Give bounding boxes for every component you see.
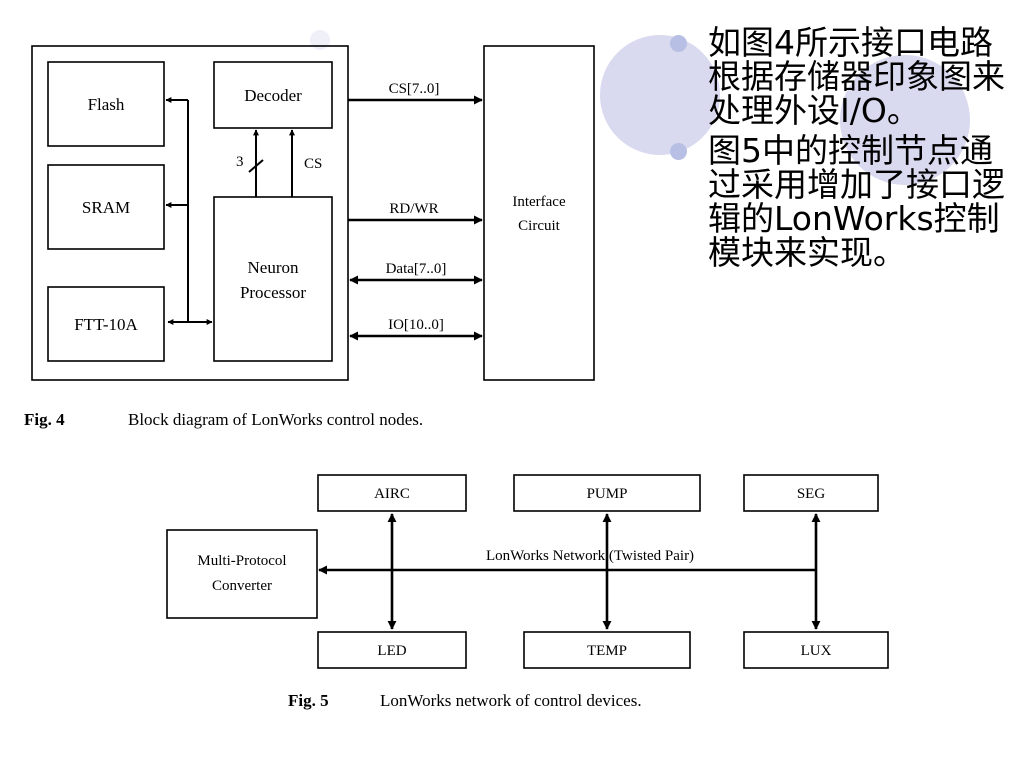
cs-bus-label: CS[7..0]	[389, 81, 440, 97]
ftt10a-block	[47, 286, 165, 362]
processor-label: Processor	[240, 283, 306, 302]
flash-label: Flash	[88, 95, 125, 114]
ftt10a-label: FTT-10A	[74, 315, 138, 334]
multi-protocol-converter	[166, 529, 318, 619]
rdwr-label: RD/WR	[389, 201, 438, 217]
decoder-block	[213, 61, 333, 129]
circuit-label: Circuit	[518, 218, 560, 234]
airc-label: AIRC	[374, 486, 410, 502]
interface-label: Interface	[512, 194, 566, 210]
converter-label-line1: Multi-Protocol	[197, 553, 286, 569]
seg-device	[743, 474, 879, 512]
pump-device	[513, 474, 701, 512]
temp-label: TEMP	[587, 643, 627, 659]
fig4-caption-label: Fig. 4	[24, 410, 65, 429]
bullet-dot-icon	[670, 143, 687, 160]
fig5-caption-text: LonWorks network of control devices.	[380, 691, 642, 710]
lux-device	[743, 631, 889, 669]
decor-circle	[600, 35, 720, 155]
decoder-label: Decoder	[244, 86, 302, 105]
flash-block	[47, 61, 165, 147]
bullet-text: 图5中的控制节点通过采用增加了接口逻辑的LonWorks控制模块来实现。	[708, 131, 1005, 272]
cs-label: CS	[304, 156, 322, 172]
lux-label: LUX	[801, 643, 832, 659]
seg-label: SEG	[797, 486, 826, 502]
bus-width-3-label: 3	[236, 154, 244, 170]
decor-circle	[310, 30, 330, 50]
pump-label: PUMP	[587, 486, 628, 502]
sram-label: SRAM	[82, 198, 130, 217]
led-label: LED	[377, 643, 406, 659]
bullet-list: 如图4所示接口电路根据存储器印象图来处理外设I/O。 图5中的控制节点通过采用增…	[668, 26, 1018, 276]
bus-width-slash	[248, 159, 264, 173]
bullet-item: 图5中的控制节点通过采用增加了接口逻辑的LonWorks控制模块来实现。	[668, 134, 1018, 270]
neuron-processor-block	[213, 196, 333, 362]
sram-block	[47, 164, 165, 250]
airc-device	[317, 474, 467, 512]
network-label: LonWorks Network (Twisted Pair)	[486, 548, 694, 564]
io-bus-label: IO[10..0]	[388, 317, 444, 333]
interface-circuit-block	[483, 45, 595, 381]
control-node-outline	[31, 45, 349, 381]
fig4-caption-text: Block diagram of LonWorks control nodes.	[128, 410, 423, 429]
decorative-circles	[310, 30, 970, 185]
converter-label-line2: Converter	[212, 578, 272, 594]
bullet-item: 如图4所示接口电路根据存储器印象图来处理外设I/O。	[668, 26, 1018, 128]
bullet-dot-icon	[670, 35, 687, 52]
fig5-caption-label: Fig. 5	[288, 691, 329, 710]
data-bus-label: Data[7..0]	[386, 261, 447, 277]
led-device	[317, 631, 467, 669]
fig5-network-diagram: AIRC PUMP SEG LED TEMP LUX Multi-Protoco…	[166, 474, 889, 710]
bullet-text: 如图4所示接口电路根据存储器印象图来处理外设I/O。	[708, 23, 1005, 130]
decor-circle	[840, 55, 970, 185]
fig4-block-diagram: Flash SRAM FTT-10A Decoder Neuron Proces…	[24, 45, 595, 429]
neuron-label: Neuron	[248, 258, 299, 277]
temp-device	[523, 631, 691, 669]
